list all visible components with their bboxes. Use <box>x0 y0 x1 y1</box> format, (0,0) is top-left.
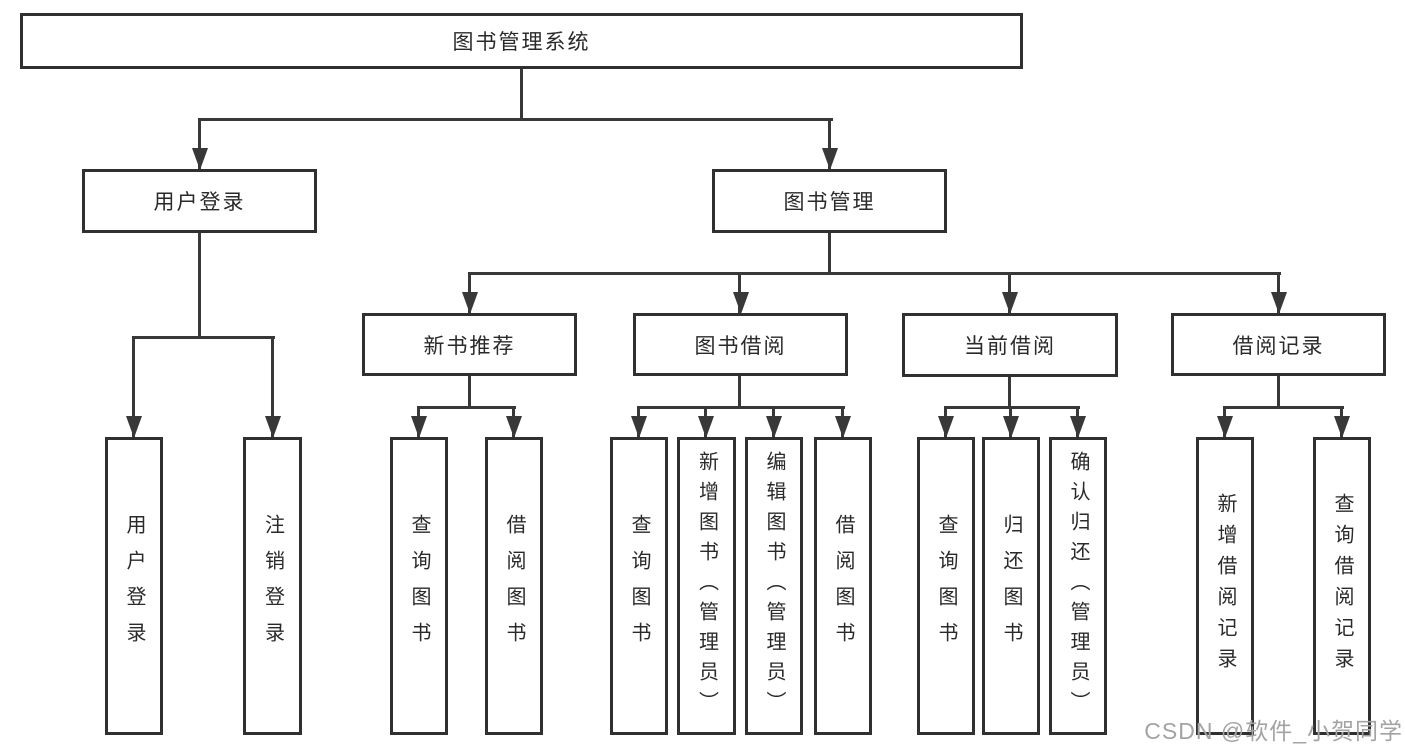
node-ul-login: 用户登录 <box>105 437 163 735</box>
arrowhead-down-icon <box>411 416 427 438</box>
node-bb-add: 新增图书（管理员） <box>677 437 736 735</box>
connector-line <box>944 406 1080 409</box>
node-label: 用户登录 <box>153 191 246 214</box>
arrowhead-down-icon <box>766 416 782 438</box>
arrowhead-down-icon <box>631 416 647 438</box>
arrowhead-down-icon <box>1070 416 1086 438</box>
connector-line <box>198 233 201 336</box>
node-borrow-rec: 借阅记录 <box>1171 313 1386 376</box>
connector-line <box>417 406 516 409</box>
node-bb-borrow: 借阅图书 <box>814 437 872 735</box>
node-cur-borrow: 当前借阅 <box>902 313 1118 377</box>
node-book-borrow: 图书借阅 <box>633 313 848 376</box>
node-label: 确认归还（管理员） <box>1067 451 1089 721</box>
arrowhead-down-icon <box>1001 292 1018 314</box>
arrowhead-down-icon <box>264 416 281 438</box>
node-cb-return: 归还图书 <box>982 437 1040 735</box>
node-nr-borrow: 借阅图书 <box>485 437 543 735</box>
node-book-mgmt: 图书管理 <box>712 169 947 233</box>
node-root: 图书管理系统 <box>20 13 1023 69</box>
node-label: 查询图书 <box>628 514 650 658</box>
node-label: 用户登录 <box>123 514 145 658</box>
node-cb-query: 查询图书 <box>917 437 975 735</box>
connector-line <box>1277 376 1280 406</box>
node-label: 编辑图书（管理员） <box>763 451 785 721</box>
connector-line <box>828 233 831 272</box>
arrowhead-down-icon <box>835 416 851 438</box>
connector-line <box>828 118 831 169</box>
node-label: 图书管理 <box>783 191 876 214</box>
connector-line <box>198 118 201 169</box>
connector-line <box>637 406 845 409</box>
node-user-login: 用户登录 <box>82 169 317 233</box>
connector-line <box>1008 376 1011 406</box>
node-label: 新增借阅记录 <box>1214 493 1236 679</box>
node-label: 图书借阅 <box>694 334 787 358</box>
arrowhead-down-icon <box>506 416 522 438</box>
node-label: 新增图书（管理员） <box>695 451 718 721</box>
node-label: 借阅图书 <box>832 514 854 658</box>
connector-line <box>132 336 275 339</box>
node-bb-query: 查询图书 <box>610 437 668 735</box>
arrowhead-down-icon <box>1003 416 1019 438</box>
node-bb-edit: 编辑图书（管理员） <box>745 437 803 735</box>
node-new-rec: 新书推荐 <box>362 313 577 376</box>
arrowhead-down-icon <box>1270 292 1287 314</box>
arrowhead-down-icon <box>938 416 954 438</box>
node-label: 注销登录 <box>261 514 284 658</box>
node-label: 新书推荐 <box>423 334 516 358</box>
node-ul-logout: 注销登录 <box>243 437 302 735</box>
arrowhead-down-icon <box>698 416 714 438</box>
node-cb-confirm: 确认归还（管理员） <box>1049 437 1107 735</box>
node-label: 查询图书 <box>935 514 957 658</box>
connector-line <box>468 376 471 406</box>
arrowhead-down-icon <box>1217 416 1233 438</box>
arrowhead-down-icon <box>1334 416 1350 438</box>
connector-line <box>468 272 1281 275</box>
arrowhead-down-icon <box>191 148 208 170</box>
connector-line <box>198 118 833 121</box>
node-br-query: 查询借阅记录 <box>1313 437 1371 735</box>
connector-line <box>520 69 523 118</box>
node-label: 查询图书 <box>408 514 430 658</box>
node-label: 归还图书 <box>1000 514 1022 658</box>
connector-line <box>132 336 135 437</box>
connector-line <box>738 376 741 406</box>
arrowhead-down-icon <box>732 292 749 314</box>
arrowhead-down-icon <box>126 416 142 438</box>
connector-line <box>271 336 274 437</box>
node-label: 借阅图书 <box>503 514 525 658</box>
node-br-add: 新增借阅记录 <box>1196 437 1254 735</box>
node-label: 借阅记录 <box>1232 334 1325 358</box>
connector-line <box>1223 406 1344 409</box>
watermark: CSDN @软件_小贺同学 <box>1144 718 1403 744</box>
node-label: 当前借阅 <box>964 335 1056 358</box>
node-label: 图书管理系统 <box>452 31 591 54</box>
node-label: 查询借阅记录 <box>1331 493 1353 679</box>
arrowhead-down-icon <box>821 148 838 170</box>
node-nr-query: 查询图书 <box>390 437 448 735</box>
arrowhead-down-icon <box>461 292 478 314</box>
